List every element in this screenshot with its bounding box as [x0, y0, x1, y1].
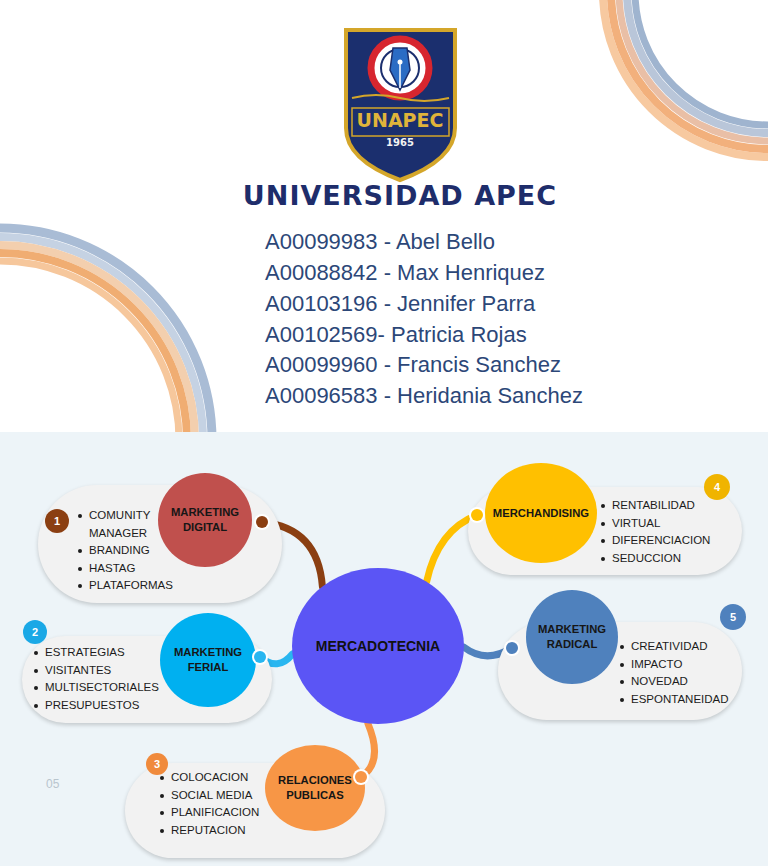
branch-panel: COLOCACIONSOCIAL MEDIAPLANIFICACIONREPUT…	[125, 763, 385, 858]
bullet-list: CREATIVIDADIMPACTONOVEDADESPONTANEIDAD	[618, 638, 738, 708]
topic-circle: MARKETING RADICAL	[526, 590, 618, 684]
connector-dot	[256, 516, 268, 528]
bullet-item: MULTISECTORIALES	[32, 679, 160, 697]
topic-title: MARKETING FERIAL	[160, 645, 256, 675]
bullet-mark	[160, 829, 164, 833]
callout-badge: 1	[45, 509, 69, 533]
bullet-mark	[78, 549, 82, 553]
callout-number: 1	[54, 515, 60, 527]
branch-panel: COMUNITY MANAGERBRANDINGHASTAGPLATAFORMA…	[38, 485, 282, 603]
topic-title: MERCADOTECNIA	[312, 639, 444, 654]
bullet-mark	[601, 504, 605, 508]
bullet-item: ESPONTANEIDAD	[618, 691, 738, 709]
logo-year: 1965	[350, 137, 450, 149]
bullet-mark	[620, 645, 624, 649]
topic-title: MERCHANDISING	[489, 506, 593, 521]
student-line: A00096583 - Heridania Sanchez	[265, 383, 685, 409]
bullet-mark	[34, 704, 38, 708]
logo-name: UNAPEC	[350, 109, 450, 132]
bullet-item: REPUTACION	[158, 822, 270, 840]
topic-circle: MERCHANDISING	[485, 463, 597, 563]
panel-ground	[0, 432, 768, 866]
student-line: A00103196 - Jennifer Parra	[265, 291, 685, 317]
bullet-mark	[601, 557, 605, 561]
bullet-item: IMPACTO	[618, 656, 738, 674]
bullet-mark	[160, 811, 164, 815]
bullet-mark	[78, 514, 82, 518]
bullet-mark	[34, 651, 38, 655]
branch-panel: RENTABILIDADVIRTUALDIFERENCIACIONSEDUCCI…	[468, 487, 742, 575]
bullet-item: NOVEDAD	[618, 673, 738, 691]
bullet-item: PLANIFICACION	[158, 804, 270, 822]
logo-shield	[346, 30, 455, 180]
page-number: 05	[46, 777, 86, 791]
bullet-item: SEDUCCION	[599, 550, 737, 568]
bullet-item: COLOCACION	[158, 769, 270, 787]
student-line: A00102569- Patricia Rojas	[265, 322, 685, 348]
bullet-item: BRANDING	[76, 542, 168, 560]
bullet-mark	[620, 698, 624, 702]
bullet-item: PLATAFORMAS	[76, 577, 168, 595]
student-line: A00099983 - Abel Bello	[265, 229, 685, 255]
bullet-list: ESTRATEGIASVISITANTESMULTISECTORIALESPRE…	[32, 644, 160, 714]
connector-dot	[254, 651, 266, 663]
bullet-mark	[78, 567, 82, 571]
callout-badge: 2	[23, 620, 47, 644]
topic-circle: MARKETING FERIAL	[160, 613, 256, 707]
topic-title: MARKETING RADICAL	[526, 622, 618, 652]
bullet-item: COMUNITY MANAGER	[76, 507, 168, 542]
connector-dot	[471, 509, 483, 521]
topic-title: RELACIONES PUBLICAS	[265, 773, 365, 803]
topic-title: MARKETING DIGITAL	[158, 505, 252, 535]
bullet-mark	[34, 686, 38, 690]
bullet-mark	[78, 584, 82, 588]
branch-panel: ESTRATEGIASVISITANTESMULTISECTORIALESPRE…	[22, 636, 272, 723]
bullet-item: CREATIVIDAD	[618, 638, 738, 656]
student-line: A00099960 - Francis Sanchez	[265, 352, 685, 378]
bullet-list: COLOCACIONSOCIAL MEDIAPLANIFICACIONREPUT…	[158, 769, 270, 839]
university-title: UNIVERSIDAD APEC	[180, 180, 620, 211]
bullet-item: DIFERENCIACION	[599, 532, 737, 550]
bullet-item: ESTRATEGIAS	[32, 644, 160, 662]
bullet-mark	[601, 539, 605, 543]
bullet-mark	[160, 794, 164, 798]
bullet-mark	[34, 669, 38, 673]
connector-dot	[506, 642, 518, 654]
bullet-item: PRESUPUESTOS	[32, 697, 160, 715]
callout-number: 2	[32, 626, 38, 638]
callout-badge: 5	[720, 604, 746, 630]
bullet-item: VIRTUAL	[599, 515, 737, 533]
callout-number: 5	[730, 611, 736, 623]
bullet-mark	[160, 776, 164, 780]
bullet-mark	[620, 663, 624, 667]
bullet-mark	[601, 522, 605, 526]
bullet-item: VISITANTES	[32, 662, 160, 680]
bullet-item: HASTAG	[76, 560, 168, 578]
callout-number: 4	[714, 481, 720, 493]
bullet-mark	[620, 680, 624, 684]
connector-dot	[355, 771, 367, 783]
callout-badge: 4	[704, 474, 730, 500]
topic-circle: MARKETING DIGITAL	[158, 473, 252, 567]
bullet-list: RENTABILIDADVIRTUALDIFERENCIACIONSEDUCCI…	[599, 497, 737, 567]
bullet-item: SOCIAL MEDIA	[158, 787, 270, 805]
bullet-list: COMUNITY MANAGERBRANDINGHASTAGPLATAFORMA…	[76, 507, 168, 595]
central-topic: MERCADOTECNIA	[292, 568, 464, 724]
student-line: A00088842 - Max Henriquez	[265, 260, 685, 286]
callout-number: 3	[154, 758, 160, 770]
topic-circle: RELACIONES PUBLICAS	[265, 745, 365, 831]
branch-panel: CREATIVIDADIMPACTONOVEDADESPONTANEIDADMA…	[498, 622, 742, 720]
callout-badge: 3	[146, 753, 168, 775]
branch-connector	[361, 724, 375, 778]
